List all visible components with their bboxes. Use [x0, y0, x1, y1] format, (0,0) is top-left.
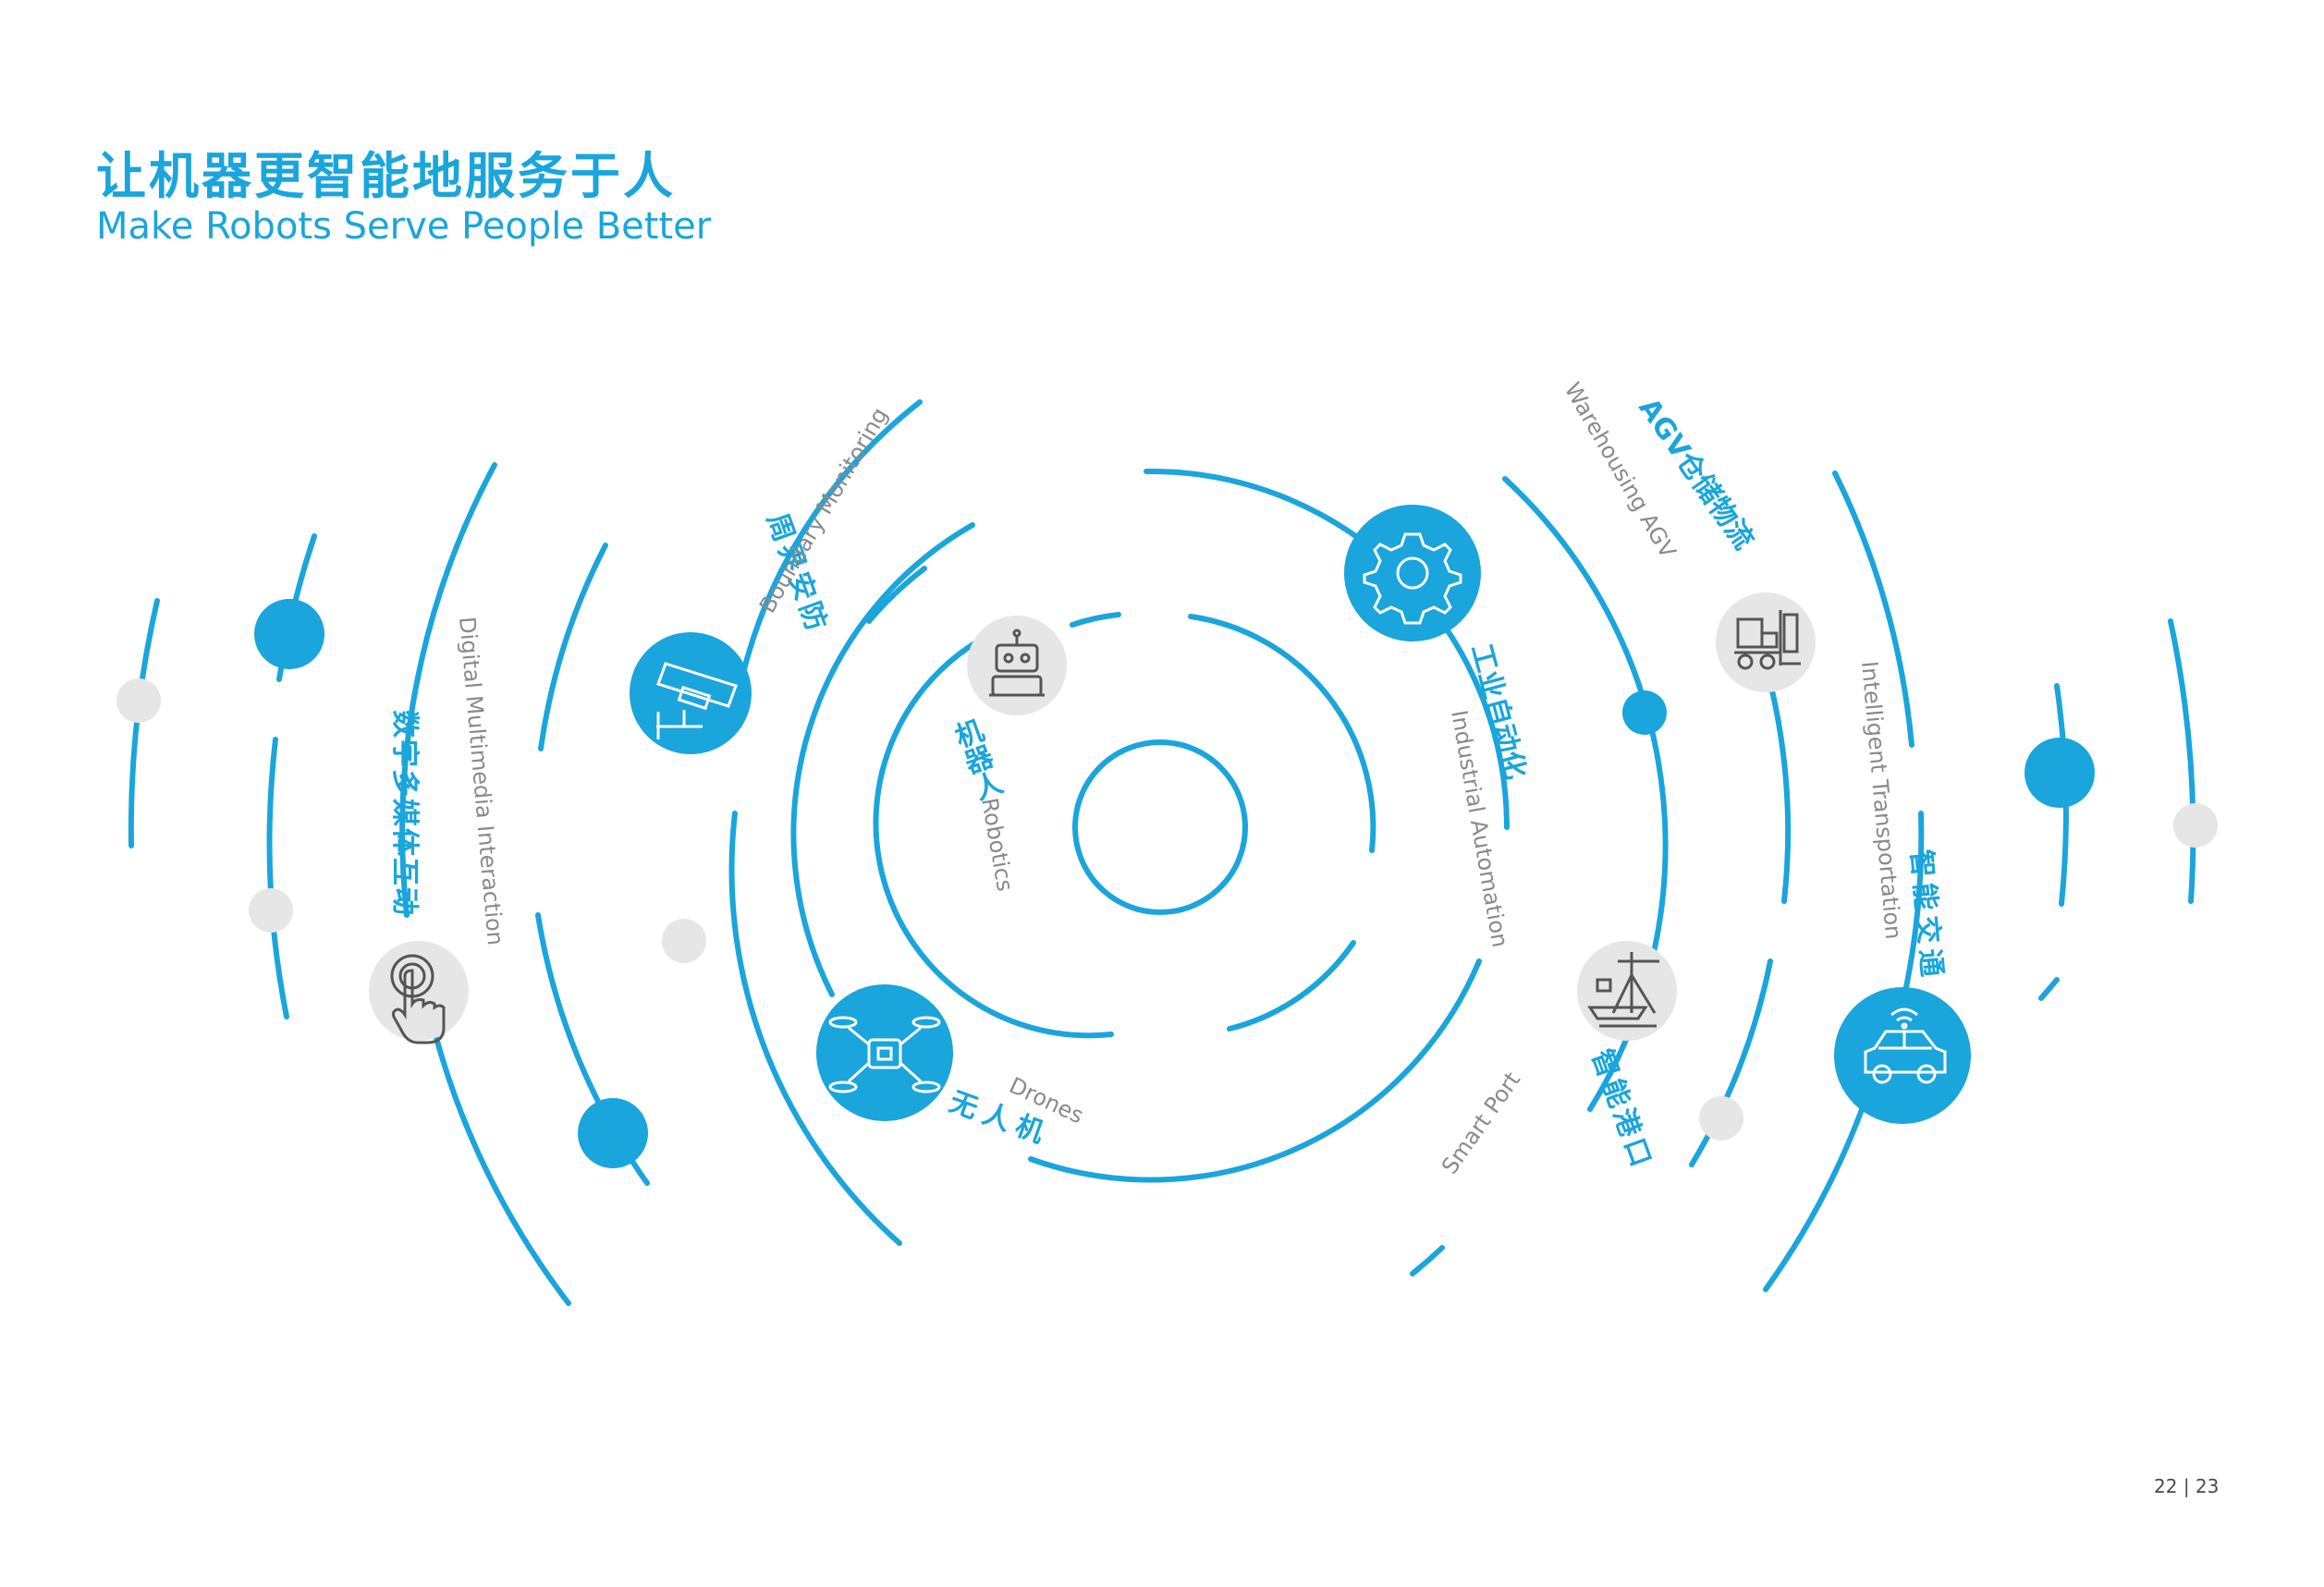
ring-4-arc: [728, 811, 902, 1246]
label-boundary: 周界安防 Boundary Monitoring: [754, 403, 893, 638]
ring-center: [1072, 739, 1248, 915]
ring-6-arc: [1832, 470, 1914, 748]
ring-6-arc: [399, 462, 497, 918]
security-camera-icon: [630, 632, 752, 754]
label-robotics: 机器人 Robotics: [947, 714, 1019, 893]
label-en: Boundary Monitoring: [754, 403, 893, 617]
label-traffic: 智能交通 Intelligent Transportation: [1856, 660, 1948, 983]
page-separator: |: [2183, 1475, 2190, 1497]
gear-icon: [1344, 505, 1481, 641]
ring-6-arc: [430, 1021, 571, 1306]
car-icon: [1834, 987, 1971, 1124]
ring-3-arc: [1028, 958, 1482, 1183]
ring-5-arc: [538, 543, 608, 751]
port-crane-icon: [1577, 941, 1677, 1041]
touch-icon: [369, 941, 469, 1044]
ring-4-arc: [1410, 1245, 1445, 1276]
ring-2-arc: [1227, 940, 1356, 1032]
dot-gray: [116, 678, 161, 723]
ring-2-arc: [873, 628, 1114, 1039]
drone-icon: [816, 984, 953, 1121]
ring-4-arc: [737, 399, 923, 691]
dot-gray: [662, 919, 706, 963]
label-drones: 无人机 Drones: [945, 1072, 1087, 1152]
dot-gray: [1699, 1096, 1743, 1141]
label-en: Robotics: [976, 796, 1018, 893]
label-industrial: 工业自动化 Industrial Automation: [1446, 641, 1532, 949]
label-en: Smart Port: [1437, 1068, 1525, 1179]
ring-5-arc: [1689, 958, 1773, 1167]
ring-3-arc: [790, 522, 975, 997]
ring-8-arc: [2168, 618, 2196, 904]
ring-2-arc: [1070, 612, 1121, 628]
forklift-icon: [1716, 592, 1816, 692]
ring-3-arc: [866, 566, 927, 624]
ring-7-arc: [2038, 977, 2060, 1001]
label-multimedia: 数字多媒体互动 Digital Multimedia Interaction: [388, 616, 508, 946]
ring-2-arc: [1188, 614, 1376, 853]
label-cn: 数字多媒体互动: [388, 710, 421, 917]
dot-blue: [254, 599, 324, 669]
ring-7-arc: [266, 737, 289, 1019]
label-en: Intelligent Transportation: [1856, 660, 1906, 940]
label-en: Digital Multimedia Interaction: [454, 616, 508, 946]
robot-icon: [967, 616, 1067, 715]
dot-blue: [1622, 690, 1667, 735]
dot-blue: [578, 1098, 648, 1168]
label-smartport: 智能港口 Smart Port: [1437, 1045, 1658, 1179]
dot-gray: [249, 888, 293, 933]
dot-gray: [2173, 803, 2218, 848]
page-left: 22: [2154, 1475, 2178, 1497]
page-title-en: Make Robots Serve People Better: [96, 205, 712, 248]
page-numbers: 22 | 23: [2154, 1475, 2219, 1497]
ring-6-arc: [1902, 811, 1925, 999]
page-right: 23: [2195, 1475, 2220, 1497]
ring-8-arc: [128, 598, 160, 848]
label-cn: 智能港口: [1584, 1045, 1657, 1175]
label-cn: 机器人: [947, 714, 1008, 805]
page-title-cn: 让机器更智能地服务于人: [96, 147, 676, 205]
ring-5-arc: [1761, 655, 1792, 904]
label-agv: AGV仓储物流 Warehousing AGV: [1560, 378, 1760, 563]
dot-blue: [2024, 738, 2095, 808]
